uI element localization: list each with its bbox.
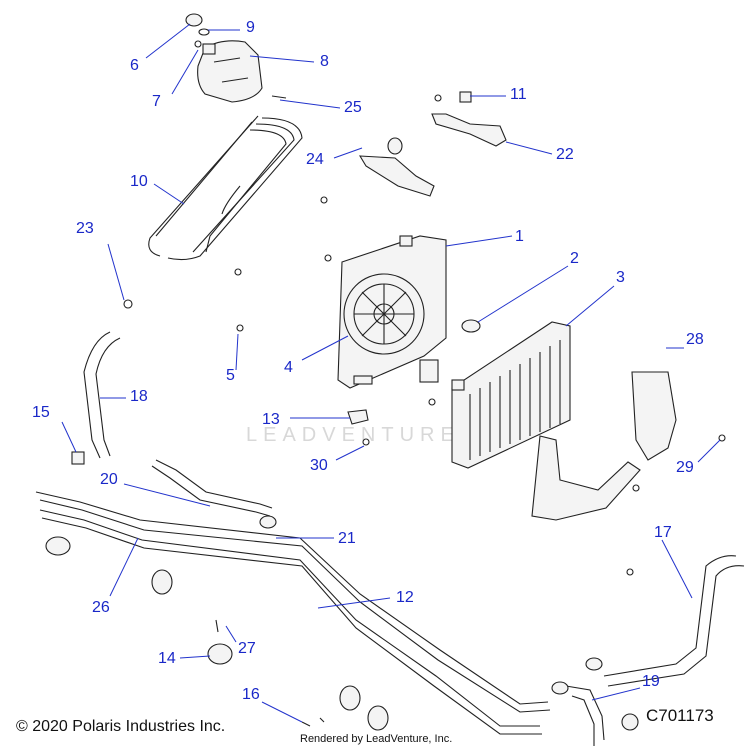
hose-18 [83,331,121,459]
callout-17: 17 [654,524,672,541]
callout-22: 22 [556,146,574,163]
callout-7: 7 [152,93,161,110]
callout-4: 4 [284,359,293,376]
leader-lines [61,23,721,723]
coolant-tube-12 [35,491,551,735]
hose-19 [551,657,639,746]
diagram-code: C701173 [646,706,714,725]
callout-3: 3 [616,269,625,286]
callout-16: 16 [242,686,260,703]
hose-20 [151,459,277,529]
radiator [451,321,571,469]
callout-15: 15 [32,404,50,421]
fan-shroud-assembly [337,235,447,389]
bottle-cap [185,13,210,48]
watermark: LEADVENTURE [246,424,460,446]
callout-14: 14 [158,650,176,667]
callout-9: 9 [246,19,255,36]
upper-bracket-22 [431,91,507,147]
callout-24: 24 [306,151,324,168]
screw-25 [271,95,287,99]
air-deflector-28 [531,371,677,521]
callout-23: 23 [76,220,94,237]
callout-21: 21 [338,530,356,547]
callout-8: 8 [320,53,329,70]
callout-1: 1 [515,228,524,245]
bracket-13 [347,409,370,446]
copyright-notice: © 2020 Polaris Industries Inc. [16,718,226,735]
callout-27: 27 [238,640,256,657]
callout-26: 26 [92,599,110,616]
callout-19: 19 [642,673,660,690]
overflow-hose-bundle [148,115,303,261]
callout-20: 20 [100,471,118,488]
small-fasteners [123,196,726,576]
callout-29: 29 [676,459,694,476]
fastener-16 [301,717,325,727]
clamp-15 [71,451,85,465]
callout-18: 18 [130,388,148,405]
callout-28: 28 [686,331,704,348]
callout-6: 6 [130,57,139,74]
callout-13: 13 [262,411,280,428]
callout-2: 2 [570,250,579,267]
rendered-by-credit: Rendered by LeadVenture, Inc. [300,733,453,745]
callout-11: 11 [510,86,527,103]
callout-25: 25 [344,99,362,116]
callout-12: 12 [396,589,414,606]
callout-10: 10 [130,173,148,190]
coolant-bottle [197,40,263,103]
upper-bracket-24 [358,137,435,197]
hose-17 [603,555,745,687]
grommets [45,536,389,731]
callout-5: 5 [226,367,235,384]
rubber-mount-2 [461,319,481,333]
screw-27 [215,619,219,633]
callout-30: 30 [310,457,328,474]
